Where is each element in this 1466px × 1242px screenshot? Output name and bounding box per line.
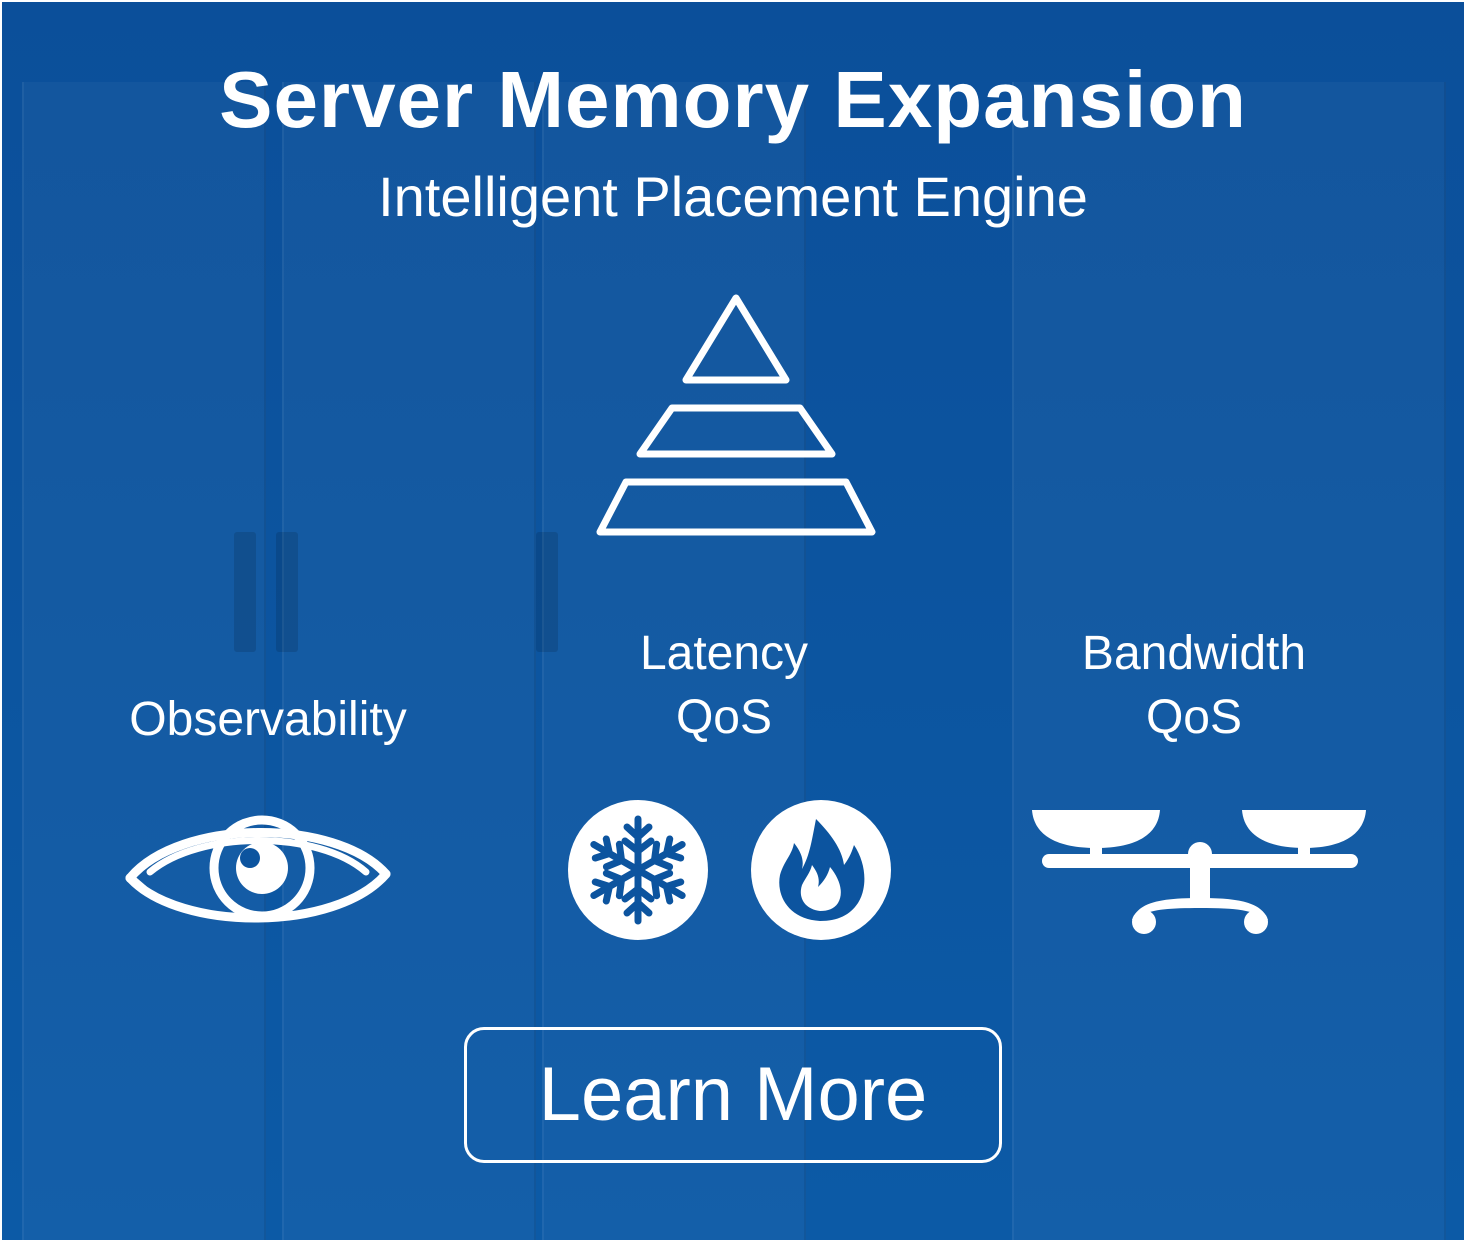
- rack-backdrop: [276, 82, 536, 1240]
- balance-scale-icon: [1032, 810, 1366, 934]
- latency-qos-label-line-2: QoS: [675, 691, 773, 744]
- page-title: Server Memory Expansion: [219, 55, 1247, 144]
- learn-more-button[interactable]: Learn More: [464, 1027, 1002, 1163]
- eye-icon: [125, 815, 391, 923]
- rack-backdrop: [1012, 82, 1446, 1240]
- bandwidth-qos-label-line-2: QoS: [1145, 691, 1243, 744]
- flame-icon: [751, 800, 891, 940]
- latency-qos-label-line-1: Latency: [639, 627, 809, 680]
- rack-backdrop: [22, 82, 266, 1240]
- rack-backdrop: [536, 82, 806, 1240]
- snowflake-icon: [568, 800, 708, 940]
- observability-label-line: Observability: [129, 693, 407, 746]
- bandwidth-qos-label: Bandwidth QoS: [994, 622, 1394, 750]
- bandwidth-qos-label-line-1: Bandwidth: [1081, 627, 1307, 680]
- latency-qos-label: Latency QoS: [524, 622, 924, 750]
- pyramid-icon: [596, 294, 876, 536]
- observability-label: Observability: [68, 688, 468, 752]
- page-subtitle: Intelligent Placement Engine: [378, 165, 1088, 228]
